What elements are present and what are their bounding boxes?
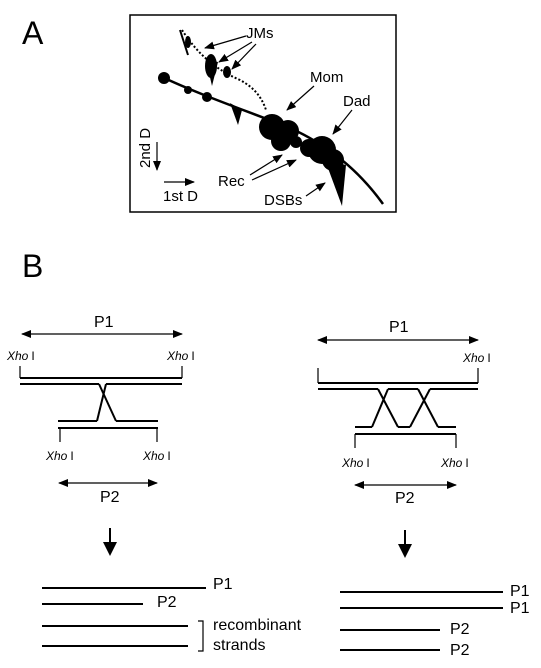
label-rec: Rec bbox=[218, 173, 245, 190]
label-jms: JMs bbox=[246, 25, 274, 42]
recombinant-label-2: strands bbox=[213, 637, 265, 654]
right-down-arrow bbox=[398, 544, 412, 558]
label-dsbs: DSBs bbox=[264, 192, 302, 209]
rec-arrow-1 bbox=[249, 154, 283, 176]
left-crossover-2 bbox=[96, 383, 107, 422]
left-product-label-2: P2 bbox=[157, 594, 177, 611]
label-dad: Dad bbox=[343, 93, 371, 110]
jms-arrow-2 bbox=[218, 41, 253, 63]
gel-blot-image bbox=[129, 14, 397, 213]
right-crossover-4 bbox=[409, 388, 431, 428]
label-2nd-d: 2nd D bbox=[137, 128, 154, 168]
dsbs-arrow bbox=[305, 182, 326, 197]
spot-2 bbox=[184, 86, 192, 94]
jm-spot-2 bbox=[223, 66, 231, 78]
jm-spur bbox=[179, 29, 189, 56]
right-product-label-1: P1 bbox=[510, 583, 530, 600]
dad-arrow bbox=[332, 109, 353, 135]
right-product-label-2: P1 bbox=[510, 600, 530, 617]
left-crossover-1 bbox=[98, 383, 117, 422]
jms-arrow-3 bbox=[231, 43, 257, 70]
right-crossover-1 bbox=[377, 388, 399, 428]
spot-4 bbox=[230, 103, 242, 125]
mom-arrow bbox=[286, 85, 315, 111]
left-p1-label: P1 bbox=[94, 314, 114, 331]
left-down-arrow bbox=[103, 542, 117, 556]
spot-1 bbox=[158, 72, 170, 84]
dsb-smear bbox=[325, 160, 346, 206]
gel-frame bbox=[129, 14, 397, 213]
jm-spot-3 bbox=[185, 36, 191, 48]
recombinant-bracket bbox=[198, 620, 204, 652]
jm-arc bbox=[181, 29, 267, 111]
right-p2-label: P2 bbox=[395, 490, 415, 507]
jms-arrow-1 bbox=[204, 35, 247, 50]
right-product-label-4: P2 bbox=[450, 642, 470, 659]
label-1st-d: 1st D bbox=[163, 188, 198, 205]
right-crossover-2 bbox=[371, 388, 389, 428]
label-mom: Mom bbox=[310, 69, 343, 86]
recombinant-label-1: recombinant bbox=[213, 617, 302, 634]
left-p2-label: P2 bbox=[100, 489, 120, 506]
panel-a-label: A bbox=[22, 15, 44, 51]
right-p1-label: P1 bbox=[389, 319, 409, 336]
right-product-label-3: P2 bbox=[450, 621, 470, 638]
left-product-label-1: P1 bbox=[213, 576, 233, 593]
spot-3 bbox=[202, 92, 212, 102]
rec-arrow-2 bbox=[251, 159, 297, 181]
panel-b-label: B bbox=[22, 248, 43, 284]
right-crossover-3 bbox=[417, 388, 439, 428]
